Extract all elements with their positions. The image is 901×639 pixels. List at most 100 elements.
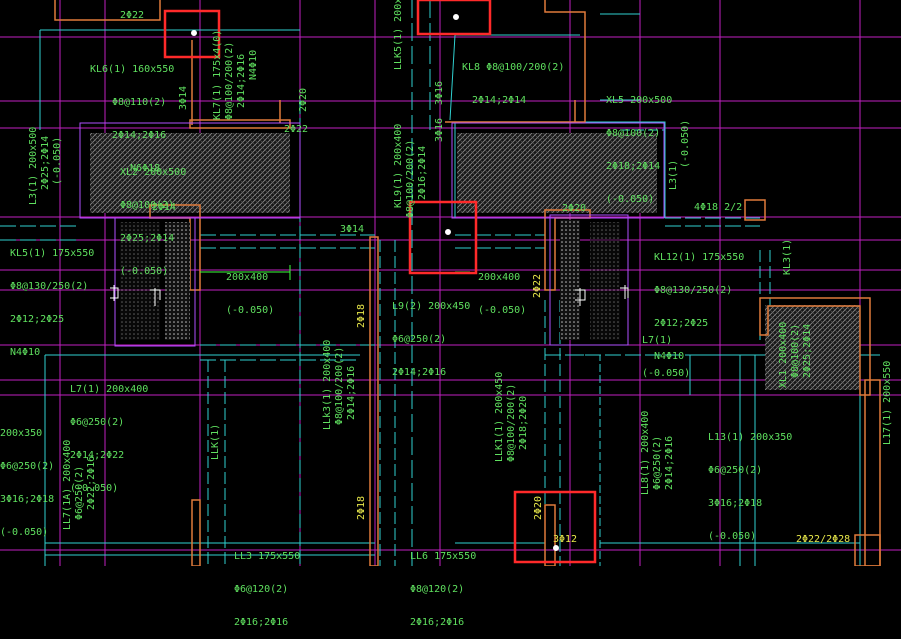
beam-line: (-0.050) xyxy=(478,305,527,316)
beam-line: N4Φ10 xyxy=(10,347,41,358)
rebar-marker: 2Φ18 xyxy=(356,303,367,328)
drawing-canvas xyxy=(0,0,901,566)
vertical-note: LLk3(1) 200x400 xyxy=(322,339,333,430)
vertical-note: Φ8@100/200(2) xyxy=(405,139,416,218)
beam-line: 2Φ14;2Φ14 xyxy=(472,95,527,106)
beam-line: (-0.050) xyxy=(708,531,757,542)
beam-label-l9: L9(2) 200x450 Φ6@250(2) 2Φ14;2Φ16 xyxy=(392,279,470,389)
beam-line: 3Φ16;2Φ18 xyxy=(708,498,763,509)
beam-line: 2Φ14;2Φ16 xyxy=(112,130,167,141)
rebar-marker: 4Φ18 2/2 xyxy=(694,202,743,213)
rebar-marker: 3Φ14 xyxy=(178,85,189,110)
rebar-marker: 2Φ22 xyxy=(284,124,309,135)
beam-label-kl12: KL12(1) 175x550 Φ8@130/250(2) 2Φ12;2Φ25 … xyxy=(654,230,744,373)
vertical-note: Φ8@100(2) xyxy=(790,323,801,378)
vertical-note: 2Φ25;2Φ14 xyxy=(40,135,51,190)
beam-line: L7(1) xyxy=(642,335,673,346)
rebar-marker: 2Φ20 xyxy=(562,203,587,214)
beam-line: (-0.050) xyxy=(606,194,655,205)
vertical-note: 2Φ14;2Φ16 xyxy=(664,435,675,490)
beam-line: (-0.050) xyxy=(0,527,49,538)
vertical-note: Φ8@100/200(2) xyxy=(224,41,235,120)
beam-line: KL5(1) 175x550 xyxy=(10,248,95,259)
beam-label-l7-right: L7(1) (-0.050) xyxy=(642,313,690,390)
rebar-marker: 2Φ14 xyxy=(152,202,177,213)
column-outlines xyxy=(79,122,665,347)
beam-line: 200x400 xyxy=(226,272,269,283)
highlight-box-1 xyxy=(163,9,221,59)
beam-line: 2Φ12;2Φ25 xyxy=(10,314,65,325)
beam-line: 2Φ16;2Φ16 xyxy=(410,617,465,628)
beam-line: (-0.050) xyxy=(120,266,169,277)
beam-line: 2Φ16;2Φ16 xyxy=(234,617,289,628)
beam-line: (-0.050) xyxy=(70,483,119,494)
rebar-marker: 2Φ20 xyxy=(298,87,309,112)
rebar-marker: 2Φ20 xyxy=(533,495,544,520)
beam-label-kl5: KL5(1) 175x550 Φ8@130/250(2) 2Φ12;2Φ25 N… xyxy=(10,226,94,369)
beam-line: Φ6@250(2) xyxy=(392,334,447,345)
beam-line: (-0.050) xyxy=(226,305,275,316)
beam-label-xl2: XL2 200x500 Φ8@100(2) 2Φ25;2Φ14 (-0.050) xyxy=(120,145,186,288)
vertical-note: 2Φ25;2Φ14 xyxy=(802,323,813,378)
column-fills xyxy=(120,220,620,340)
highlight-box-3 xyxy=(408,200,478,275)
vertical-note: 2Φ14;2Φ16 xyxy=(236,53,247,108)
beam-line: Φ8@130/250(2) xyxy=(10,281,89,292)
vertical-note: KL9(1) 200x400 xyxy=(393,123,404,208)
beam-line: Φ8@100(2) xyxy=(120,200,175,211)
beam-line: (-0.050) xyxy=(642,368,691,379)
beam-line: XL5 200x500 xyxy=(606,95,673,106)
section-markers xyxy=(110,14,629,551)
vertical-note: KL7(1) 175x4(0) xyxy=(212,29,223,120)
vertical-note: L3(1) 200x500 xyxy=(28,126,39,205)
beam-label-l7: L7(1) 200x400 Φ6@250(2) 2Φ14;2Φ22 (-0.05… xyxy=(70,362,148,505)
beam-label-kl6: KL6(1) 160x550 Φ8@110(2) 2Φ14;2Φ16 N6Φ18 xyxy=(90,42,174,185)
beam-line: L13(1) 200x350 xyxy=(708,432,793,443)
beam-line: L9(2) 200x450 xyxy=(392,301,471,312)
beam-line: Φ8@100(2) xyxy=(606,128,661,139)
beam-line: Φ6@250(2) xyxy=(70,417,125,428)
beam-line: L7(1) 200x400 xyxy=(70,384,149,395)
beam-label-l13: L13(1) 200x350 Φ6@250(2) 3Φ16;2Φ18 (-0.0… xyxy=(708,410,792,553)
beam-line: XL2 200x500 xyxy=(120,167,187,178)
rebar-marker: 2Φ22 xyxy=(120,10,145,21)
beam-line: LL6 175x550 xyxy=(410,551,477,562)
vertical-note: LLK1(1) 200x450 xyxy=(494,371,505,462)
vertical-note: 2Φ22;2Φ16 xyxy=(86,455,97,510)
beam-label-dim-left: 200x400 (-0.050) xyxy=(226,250,274,327)
vertical-note: LL7(1A) 200x400 xyxy=(62,439,73,530)
beam-line: N6Φ18 xyxy=(130,163,161,174)
vertical-note: 2Φ18;2Φ20 xyxy=(518,395,529,450)
beam-line: 200x400 xyxy=(478,272,521,283)
vertical-note: N4Φ10 xyxy=(248,49,259,80)
highlight-boxes xyxy=(163,0,597,564)
beam-line: Φ8@110(2) xyxy=(112,97,167,108)
vertical-note: L17(1) 200x550 xyxy=(882,360,893,445)
beam-label-ll3: LL3 175x550 Φ6@120(2) 2Φ16;2Φ16 xyxy=(234,529,300,639)
vertical-note: Φ6@250(2) xyxy=(652,435,663,490)
beam-line: Φ6@250(2) xyxy=(0,461,55,472)
beam-line: 2Φ14;2Φ22 xyxy=(70,450,125,461)
beam-line: N4Φ10 xyxy=(654,351,685,362)
beam-line: 2Φ25;2Φ14 xyxy=(120,233,175,244)
rebar-marker: 2Φ18 xyxy=(356,495,367,520)
rebar-marker: 3Φ12 xyxy=(553,534,578,545)
highlight-box-4 xyxy=(513,490,597,564)
beam-label-ll6: LL6 175x550 Φ8@120(2) 2Φ16;2Φ16 xyxy=(410,529,476,639)
rebar-marker: 2Φ22 xyxy=(532,273,543,298)
vertical-note: 2Φ14;2Φ16 xyxy=(346,365,357,420)
vertical-note: Φ8@100/200(2) xyxy=(334,346,345,425)
rebar-marker: 3Φ16 xyxy=(434,80,445,105)
highlight-box-2 xyxy=(416,0,492,36)
beam-line: 2Φ14;2Φ16 xyxy=(392,367,447,378)
beam-line: KL12(1) 175x550 xyxy=(654,252,745,263)
beam-line: Φ8@120(2) xyxy=(410,584,465,595)
beam-line: 2Φ12;2Φ25 xyxy=(654,318,709,329)
vertical-note: LL8(1) 200x400 xyxy=(640,410,651,495)
vertical-note: LLK(1) xyxy=(210,423,221,460)
vertical-note: Φ6@250(2) xyxy=(74,465,85,520)
beam-label-xl5: XL5 200x500 Φ8@100(2) 2Φ18;2Φ14 (-0.050) xyxy=(606,73,672,216)
rebar-marker: 3Φ14 xyxy=(340,224,365,235)
vertical-note: (-0.050) xyxy=(52,136,63,185)
vertical-note: Φ8@100/200(2) xyxy=(506,383,517,462)
